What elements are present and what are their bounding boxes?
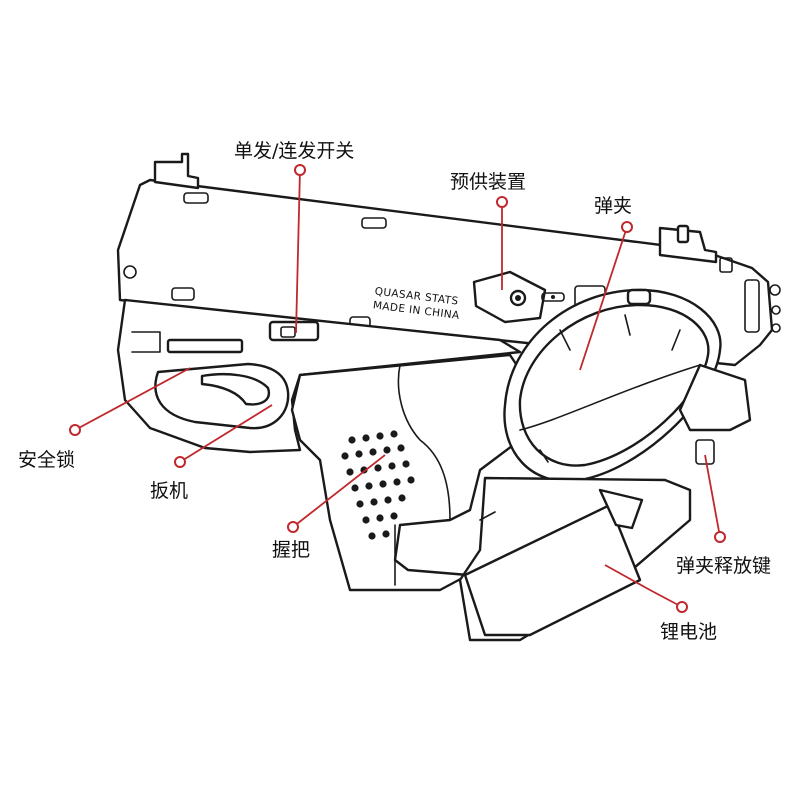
grip-texture-dot	[341, 452, 349, 460]
grip-texture-dot	[379, 480, 387, 488]
label-safety: 安全锁	[18, 449, 75, 471]
pre-feed-device	[472, 270, 606, 324]
callout-pre-feed: 预供装置	[450, 171, 526, 290]
callout-safety: 安全锁	[18, 367, 191, 471]
grip-texture-dot	[390, 512, 398, 520]
magazine-drum	[503, 288, 752, 483]
grip-texture-dot	[398, 494, 406, 502]
fire-selector-switch	[268, 320, 320, 342]
label-pre-feed: 预供装置	[450, 171, 526, 193]
grip-texture-dot	[362, 516, 370, 524]
callout-magazine-release: 弹夹释放键	[676, 454, 771, 577]
grip-texture-dot	[355, 450, 363, 458]
callout-dot-magazine	[621, 221, 633, 233]
callout-magazine: 弹夹	[579, 195, 633, 371]
grip-texture-dot	[368, 532, 376, 540]
callout-dot-grip	[287, 521, 299, 533]
grip-texture-dot	[382, 530, 390, 538]
grip-texture-dot	[346, 468, 354, 476]
label-trigger: 扳机	[150, 480, 188, 502]
callout-battery: 锂电池	[604, 564, 717, 643]
label-battery: 锂电池	[660, 621, 717, 643]
callout-dot-fire-selector	[294, 164, 306, 176]
grip-texture-dot	[374, 464, 382, 472]
grip-texture-dot	[388, 462, 396, 470]
grip-texture-dot	[369, 448, 377, 456]
grip-texture-dot	[383, 446, 391, 454]
callout-dot-magazine-release	[714, 531, 726, 543]
callout-fire-selector: 单发/连发开关	[234, 140, 354, 334]
callout-dot-trigger	[174, 456, 186, 468]
grip-texture-dot	[397, 444, 405, 452]
grip-texture-dot	[390, 430, 398, 438]
lower-frame	[116, 298, 522, 454]
callout-trigger: 扳机	[150, 404, 273, 502]
grip-texture-dot	[407, 476, 415, 484]
grip-texture-dot	[402, 460, 410, 468]
label-fire-selector: 单发/连发开关	[234, 140, 354, 162]
grip-texture-dot	[384, 496, 392, 504]
battery-pack	[458, 476, 692, 642]
grip-texture-dot	[370, 498, 378, 506]
label-magazine: 弹夹	[594, 195, 632, 217]
grip-texture	[341, 430, 415, 540]
callout-grip: 握把	[272, 454, 386, 561]
callout-dot-battery	[676, 601, 688, 613]
callout-dot-pre-feed	[496, 196, 508, 208]
grip-texture-dot	[393, 478, 401, 486]
grip-texture-dot	[365, 482, 373, 490]
label-grip: 握把	[272, 539, 310, 561]
grip-texture-dot	[348, 436, 356, 444]
grip-texture-dot	[362, 434, 370, 442]
callout-dot-safety	[69, 424, 81, 436]
label-magazine-release: 弹夹释放键	[676, 555, 771, 577]
grip-texture-dot	[376, 514, 384, 522]
grip-texture-dot	[376, 432, 384, 440]
grip-texture-dot	[356, 500, 364, 508]
grip-texture-dot	[351, 484, 359, 492]
